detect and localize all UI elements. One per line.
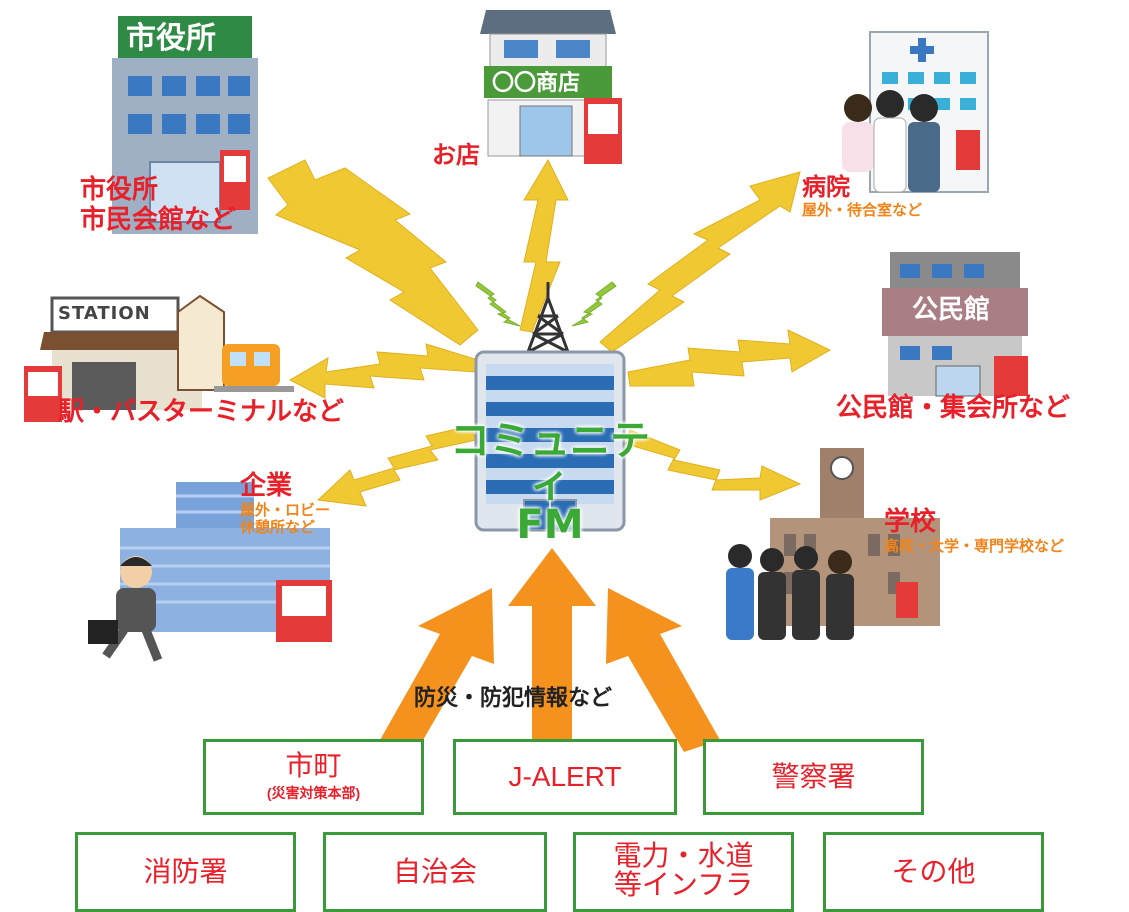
label-company-main: 企業 <box>240 471 293 501</box>
signal-arrow-company <box>316 425 477 507</box>
label-station: 駅・バスターミナルなど <box>58 397 345 427</box>
shop-building <box>480 10 622 164</box>
source-box-fire: 消防署 <box>75 832 296 912</box>
label-shop: お店 <box>432 141 480 169</box>
inputs-label: 防災・防犯情報など <box>414 686 613 711</box>
source-municipality-label: 市町 <box>285 749 342 781</box>
label-community-hall: 公民館・集会所など <box>836 393 1071 423</box>
label-hospital-main: 病院 <box>802 173 850 201</box>
label-school-main: 学校 <box>884 507 937 537</box>
shop-sign: 〇〇商店 <box>492 71 581 96</box>
source-police-label: 警察署 <box>771 761 856 793</box>
station-sign: STATION <box>58 303 151 324</box>
signal-arrow-hospital <box>599 171 801 353</box>
hospital-building <box>842 31 989 193</box>
source-neighborhood-label: 自治会 <box>392 856 477 888</box>
community-hall-sign: 公民館 <box>912 295 991 325</box>
source-infrastructure-label2: 等インフラ <box>613 869 754 901</box>
source-box-j-alert: J-ALERT <box>453 739 677 815</box>
source-box-municipality: 市町 (災害対策本部) <box>203 739 424 815</box>
signal-arrows <box>267 158 832 507</box>
input-arrows <box>380 548 720 752</box>
radio-tower-icon <box>526 282 570 354</box>
signal-arrow-school <box>625 429 802 501</box>
community-fm-title-line2: FM <box>516 502 584 548</box>
school-building <box>726 448 940 640</box>
source-box-infrastructure: 電力・水道 等インフラ <box>573 832 794 912</box>
source-box-police: 警察署 <box>703 739 924 815</box>
label-city-hall-line2: 市民会館など <box>80 204 237 235</box>
label-hospital: 病院 屋外・待合室など <box>802 173 923 219</box>
input-arrow-left <box>380 588 494 752</box>
label-school: 学校 高校・大学・専門学校など <box>884 507 1065 555</box>
source-infrastructure-label1: 電力・水道 <box>613 840 754 871</box>
input-arrow-right <box>606 588 720 752</box>
label-school-sub: 高校・大学・専門学校など <box>884 536 1065 555</box>
community-fm-station <box>474 282 626 532</box>
community-fm-title: コミュニティ FM <box>432 420 668 546</box>
community-hall-building <box>882 252 1028 397</box>
signal-arrow-community-hall <box>627 329 832 387</box>
source-fire-label: 消防署 <box>143 856 228 888</box>
city-hall-building <box>112 16 258 234</box>
label-hospital-sub: 屋外・待合室など <box>802 200 923 219</box>
company-building <box>88 482 332 662</box>
green-spark-left <box>475 281 521 327</box>
signal-arrow-city-hall <box>267 159 479 346</box>
source-municipality-sub: (災害対策本部) <box>266 785 361 802</box>
signal-arrow-shop <box>519 158 569 333</box>
label-company-sub2: 休憩所など <box>240 518 316 537</box>
source-box-other: その他 <box>823 832 1044 912</box>
source-box-neighborhood: 自治会 <box>323 832 547 912</box>
input-arrow-center <box>508 548 596 742</box>
community-fm-title-line1: コミュニティ <box>450 418 650 506</box>
station-building <box>24 294 294 422</box>
source-other-label: その他 <box>891 856 976 888</box>
label-city-hall: 市役所 市民会館など <box>80 175 237 236</box>
green-spark-right <box>571 281 617 327</box>
label-city-hall-line1: 市役所 <box>80 175 159 205</box>
label-company: 企業 屋外・ロビー 休憩所など <box>240 471 331 537</box>
source-j-alert-label: J-ALERT <box>508 761 622 793</box>
signal-arrow-station <box>288 343 479 399</box>
city-hall-sign: 市役所 <box>126 21 216 56</box>
label-company-sub1: 屋外・ロビー <box>240 500 331 519</box>
